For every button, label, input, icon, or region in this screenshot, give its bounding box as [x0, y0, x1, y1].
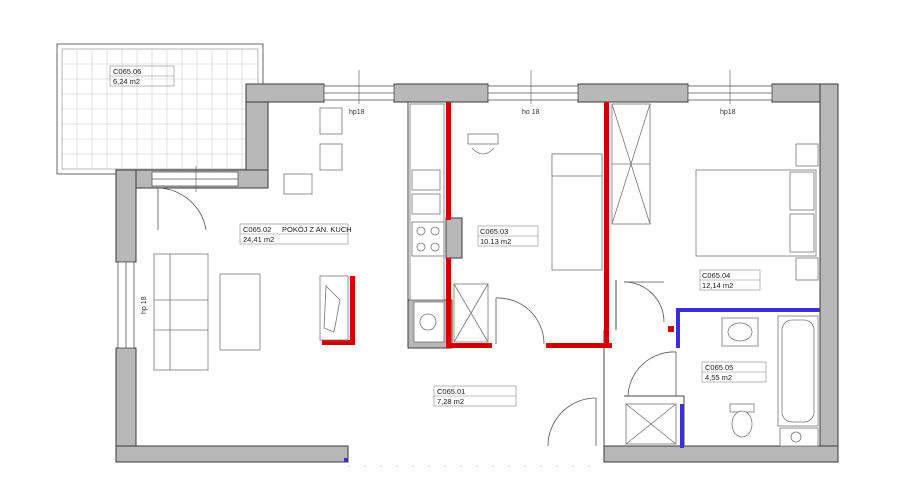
bedroom-small-furniture: [453, 133, 603, 343]
room-area: 7,28 m2: [437, 397, 464, 406]
bedroom-large-furniture: [611, 103, 819, 281]
window-label: hp18: [349, 109, 365, 116]
room-code: C065.04: [702, 271, 730, 280]
room-area: 24,41 m2: [243, 235, 274, 244]
room-code: C065.03: [480, 227, 508, 236]
living-furniture: [153, 107, 349, 371]
room-label-bedroom-small: C065.03 10.13 m2: [477, 225, 539, 247]
room-label-balcony: C065.06 6,24 m2: [109, 65, 175, 87]
room-area: 10.13 m2: [480, 237, 511, 246]
bathroom-fixtures: [625, 315, 819, 447]
new-walls: [322, 102, 674, 348]
room-code: C065.02: [243, 225, 271, 234]
room-area: 4,55 m2: [705, 373, 732, 382]
window-label: hp18: [720, 109, 736, 116]
room-label-bathroom: C065.05 4,55 m2: [701, 361, 767, 383]
room-label-hall: C065.01 7,28 m2: [433, 385, 517, 407]
room-label-bedroom-large: C065.04 12,14 m2: [699, 269, 761, 291]
bathroom-walls: [344, 308, 820, 462]
balcony: [56, 43, 264, 175]
room-name: POKÓJ Z AN. KUCH: [282, 225, 352, 234]
room-area: 6,24 m2: [113, 77, 140, 86]
kitchen: [409, 103, 445, 343]
room-code: C065.01: [437, 387, 465, 396]
window-label: ho 18: [522, 109, 540, 116]
door-swings: [157, 187, 677, 447]
room-code: C065.05: [705, 363, 733, 372]
room-area: 12,14 m2: [702, 281, 733, 290]
window-label: hp 18: [141, 296, 148, 314]
room-code: C065.06: [113, 67, 141, 76]
room-label-living: C065.02 POKÓJ Z AN. KUCH 24,41 m2: [239, 223, 352, 245]
window-ticks: [195, 70, 731, 192]
